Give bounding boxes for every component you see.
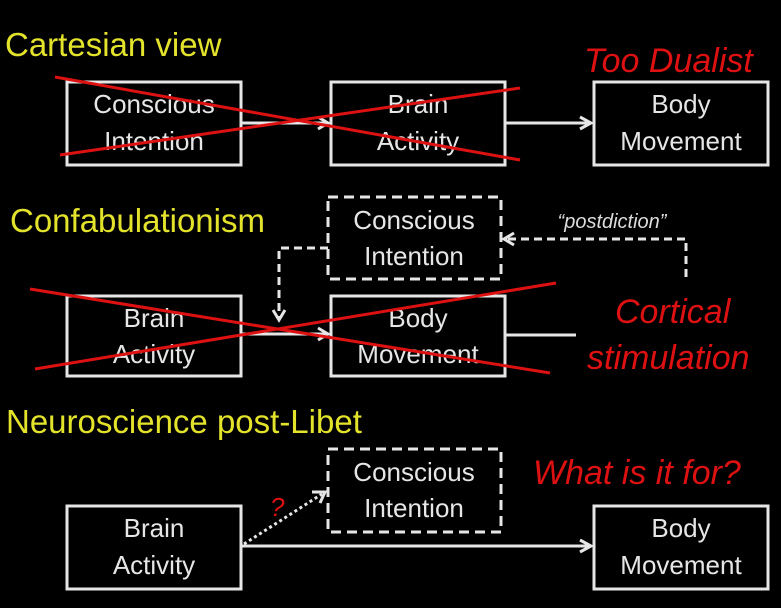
arrow-brain-to-body-3 (241, 538, 595, 554)
section-cartesian-view: Cartesian view Too Dualist Conscious Int… (5, 26, 770, 167)
box-frame (592, 504, 770, 591)
box-frame (592, 80, 770, 167)
box-label-line1: Body (651, 513, 710, 543)
box-frame-dashed (326, 447, 503, 534)
box-conscious-intention-3: Conscious Intention (326, 447, 503, 534)
arrow-brain-to-body-1 (505, 115, 595, 131)
box-label-line1: Body (388, 303, 447, 333)
note-too-dualist: Too Dualist (584, 42, 754, 80)
box-label-line2: Movement (620, 126, 742, 156)
note-stimulation: stimulation (587, 339, 750, 377)
box-label-line1: Body (651, 89, 710, 119)
label-postdiction: “postdiction” (558, 211, 668, 233)
box-label-line2: Intention (364, 493, 464, 523)
note-what-is-it-for: What is it for? (533, 454, 741, 492)
box-brain-activity-3: Brain Activity (65, 504, 243, 591)
heading-confabulationism: Confabulationism (10, 202, 265, 239)
box-frame-dashed (326, 195, 503, 281)
section-confabulationism: Confabulationism Conscious Intention “po… (10, 195, 750, 378)
cross-out-mark-1 (54, 75, 521, 162)
box-label-line1: Conscious (353, 205, 474, 235)
box-label-line2: Intention (364, 241, 464, 271)
heading-neuroscience-post-libet: Neuroscience post-Libet (6, 403, 362, 440)
cross-out-mark-2 (29, 281, 557, 375)
box-label-line1: Conscious (353, 457, 474, 487)
arrow-brain-to-intention-dotted (243, 490, 328, 546)
arrow-postdiction-dashed (501, 231, 688, 277)
box-body-movement-2: Body Movement (329, 294, 507, 378)
heading-cartesian-view: Cartesian view (5, 26, 222, 63)
section-neuroscience-post-libet: Neuroscience post-Libet What is it for? … (6, 403, 770, 591)
question-mark: ? (270, 492, 285, 522)
box-conscious-intention-2: Conscious Intention (326, 195, 503, 281)
box-label-line1: Brain (124, 303, 185, 333)
arrow-intention-down-dashed (271, 246, 328, 323)
box-body-movement-1: Body Movement (592, 80, 770, 167)
note-cortical: Cortical (615, 293, 732, 331)
box-label-line2: Activity (113, 550, 195, 580)
box-label-line1: Brain (124, 513, 185, 543)
box-body-movement-3: Body Movement (592, 504, 770, 591)
box-label-line2: Movement (620, 550, 742, 580)
